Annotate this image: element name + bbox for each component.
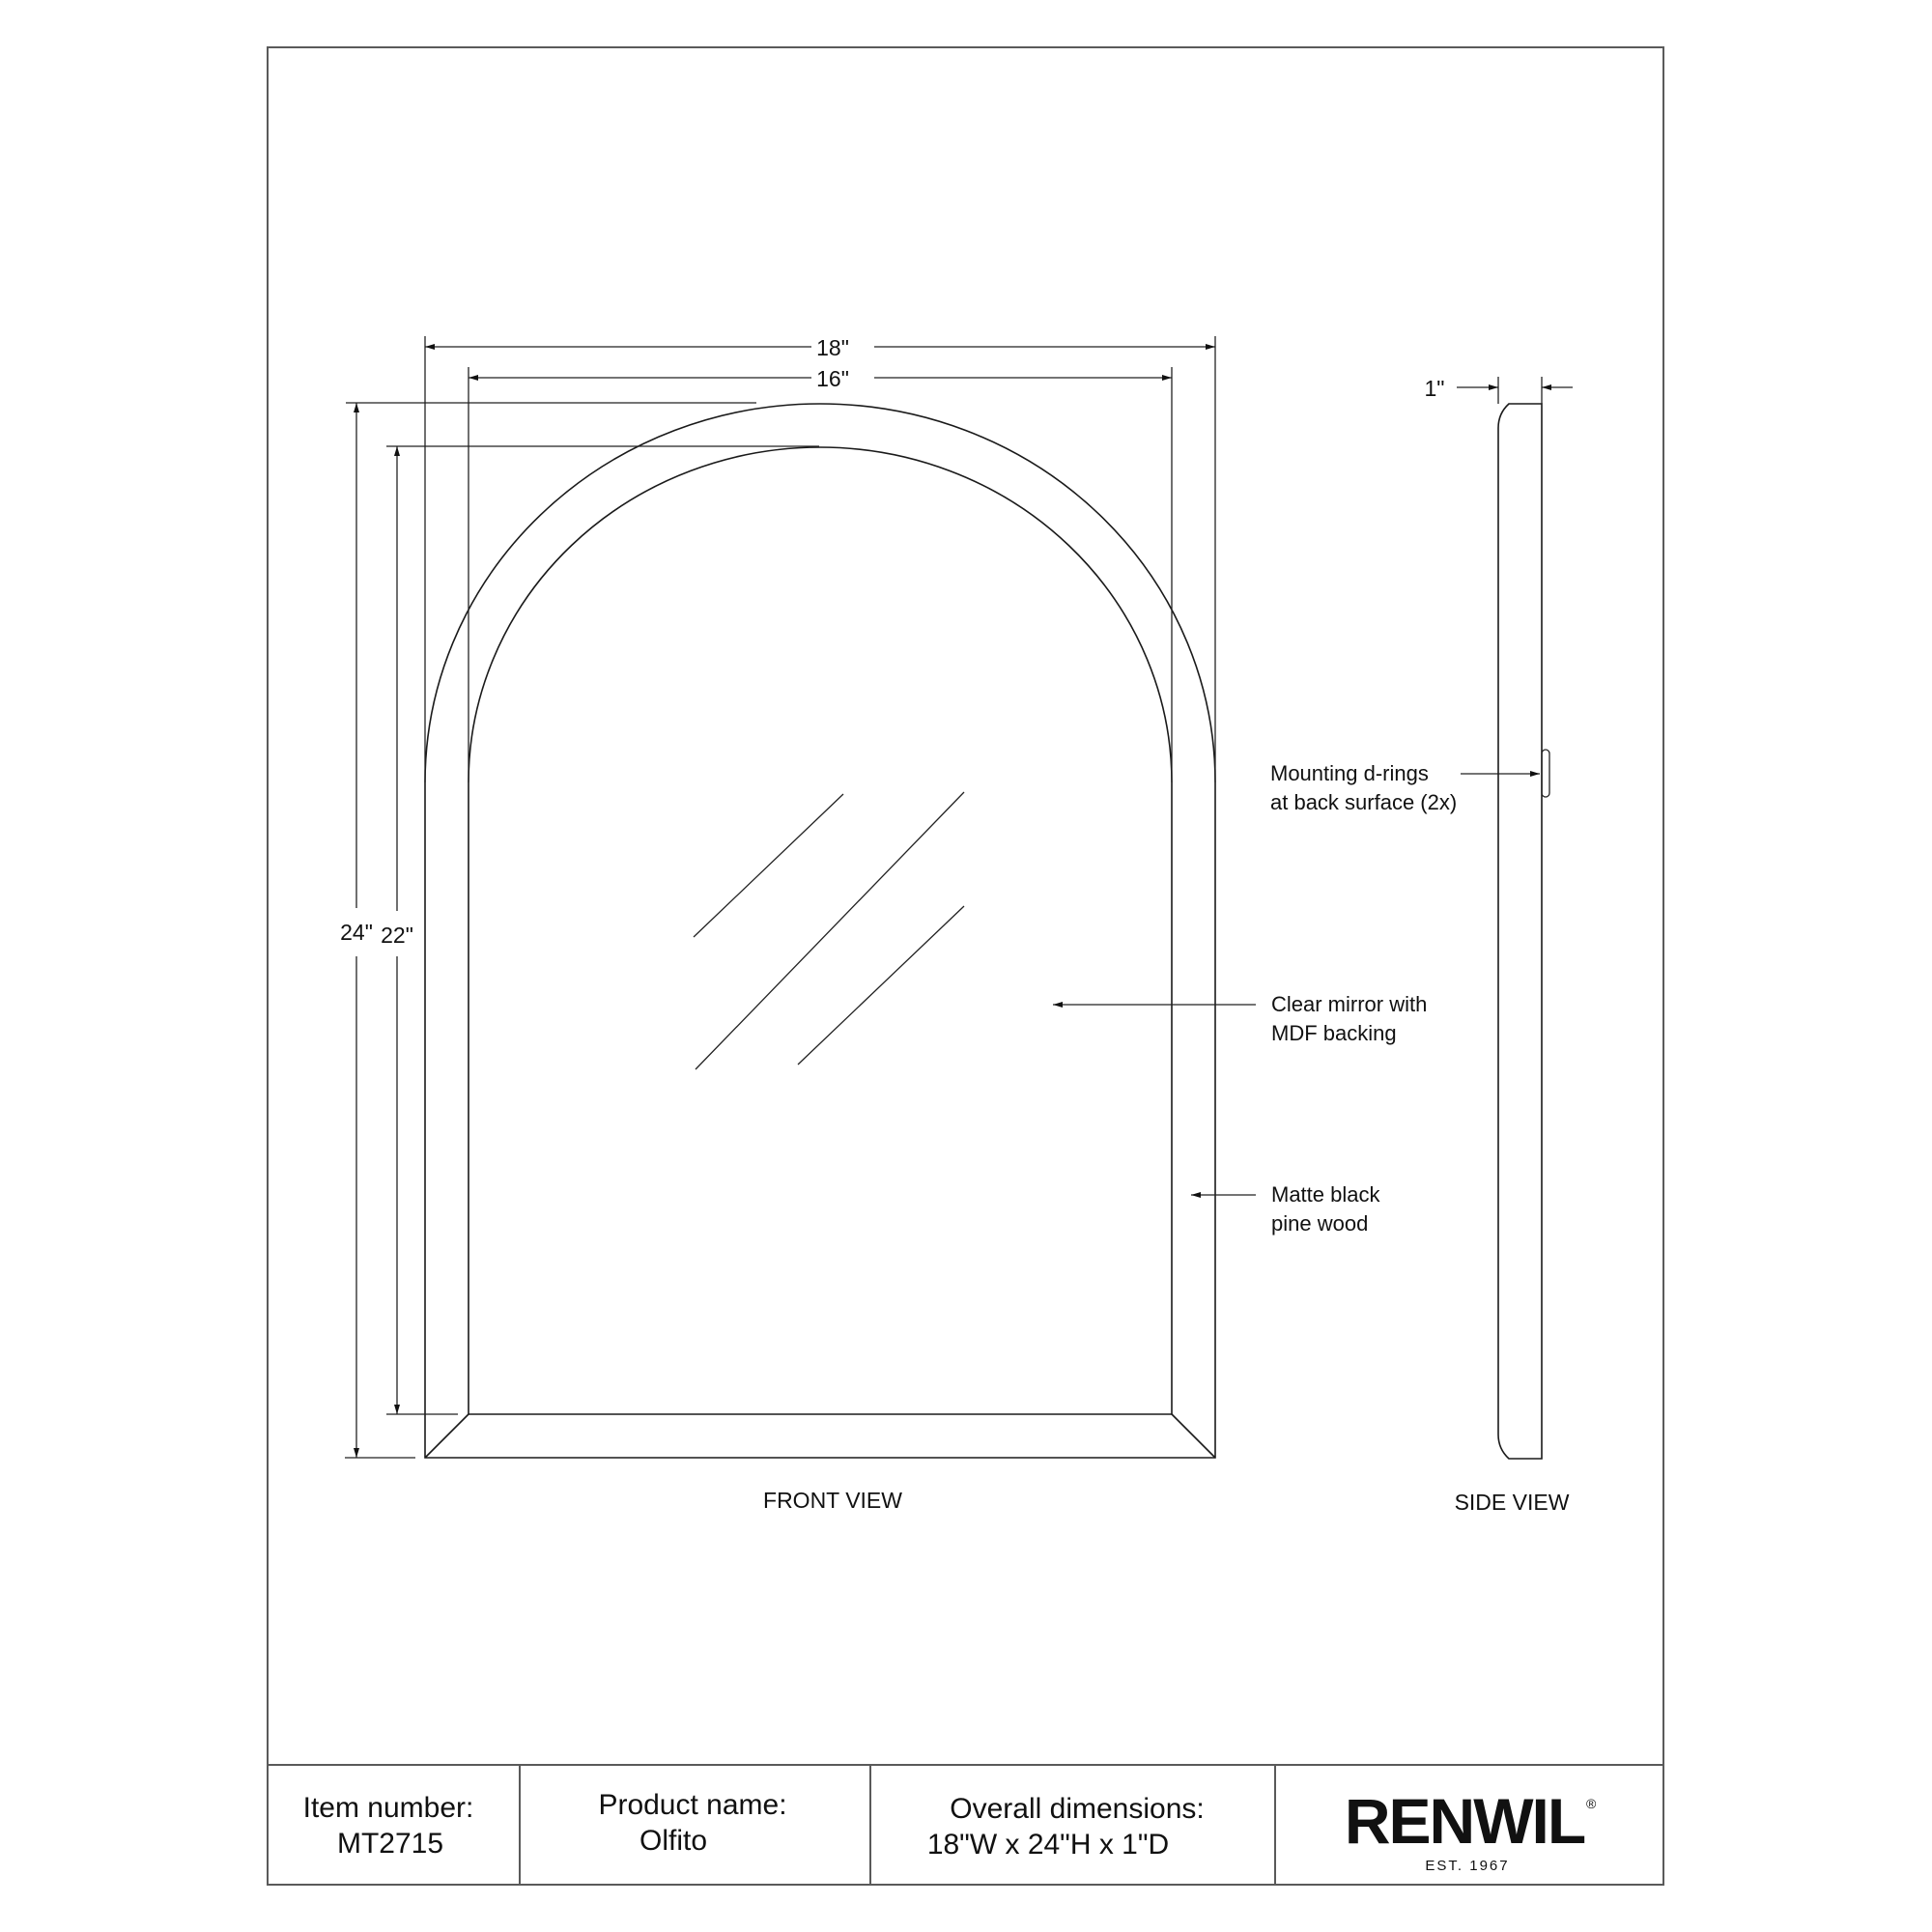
product-name-label: Product name: (598, 1789, 786, 1821)
dim-outer-height: 24" (340, 920, 373, 945)
front-view-label: FRONT VIEW (763, 1488, 902, 1513)
callout-frame-line2: pine wood (1271, 1211, 1368, 1236)
outer-frame-outline (424, 403, 1216, 1459)
sheet-border (267, 46, 1664, 1886)
brand-established: EST. 1967 (1425, 1858, 1509, 1874)
item-number-label: Item number: (303, 1792, 474, 1824)
bevel-line (1171, 1413, 1216, 1459)
side-view: 1" SIDE VIEW (1425, 376, 1573, 1515)
dim-outer-width: 18" (816, 335, 849, 360)
side-profile (1497, 403, 1543, 1460)
item-number-value: MT2715 (337, 1828, 443, 1860)
callout-mirror-line1: Clear mirror with (1271, 992, 1427, 1016)
brand-name: RENWIL (1345, 1785, 1585, 1857)
brand-logo: RENWIL ® EST. 1967 (1345, 1785, 1597, 1874)
bevel-line (424, 1413, 469, 1459)
side-view-label: SIDE VIEW (1455, 1490, 1570, 1515)
mirror-glint (695, 791, 965, 1070)
d-ring-icon (1541, 749, 1550, 798)
callouts: Clear mirror with MDF backing Matte blac… (1053, 761, 1540, 1236)
callout-d-rings-line1: Mounting d-rings (1270, 761, 1429, 785)
callout-d-rings-line2: at back surface (2x) (1270, 790, 1457, 814)
dim-inner-width: 16" (816, 366, 849, 391)
mirror-glint (693, 793, 844, 938)
product-name-value: Olfito (639, 1825, 707, 1857)
callout-frame-line1: Matte black (1271, 1182, 1380, 1207)
dimensions-label: Overall dimensions: (950, 1793, 1204, 1825)
title-block: Item number: MT2715 Product name: Olfito… (268, 1764, 1663, 1885)
mirror-glint (797, 905, 965, 1065)
dimensions-value: 18"W x 24"H x 1"D (927, 1829, 1169, 1861)
front-view: 18" 16" 24" 22" FRONT VIEW (340, 335, 1216, 1513)
callout-mirror-line2: MDF backing (1271, 1021, 1397, 1045)
dim-inner-height: 22" (381, 923, 413, 948)
mirror-outline (468, 446, 1173, 1415)
dim-depth: 1" (1425, 376, 1445, 401)
registered-mark: ® (1586, 1796, 1597, 1811)
